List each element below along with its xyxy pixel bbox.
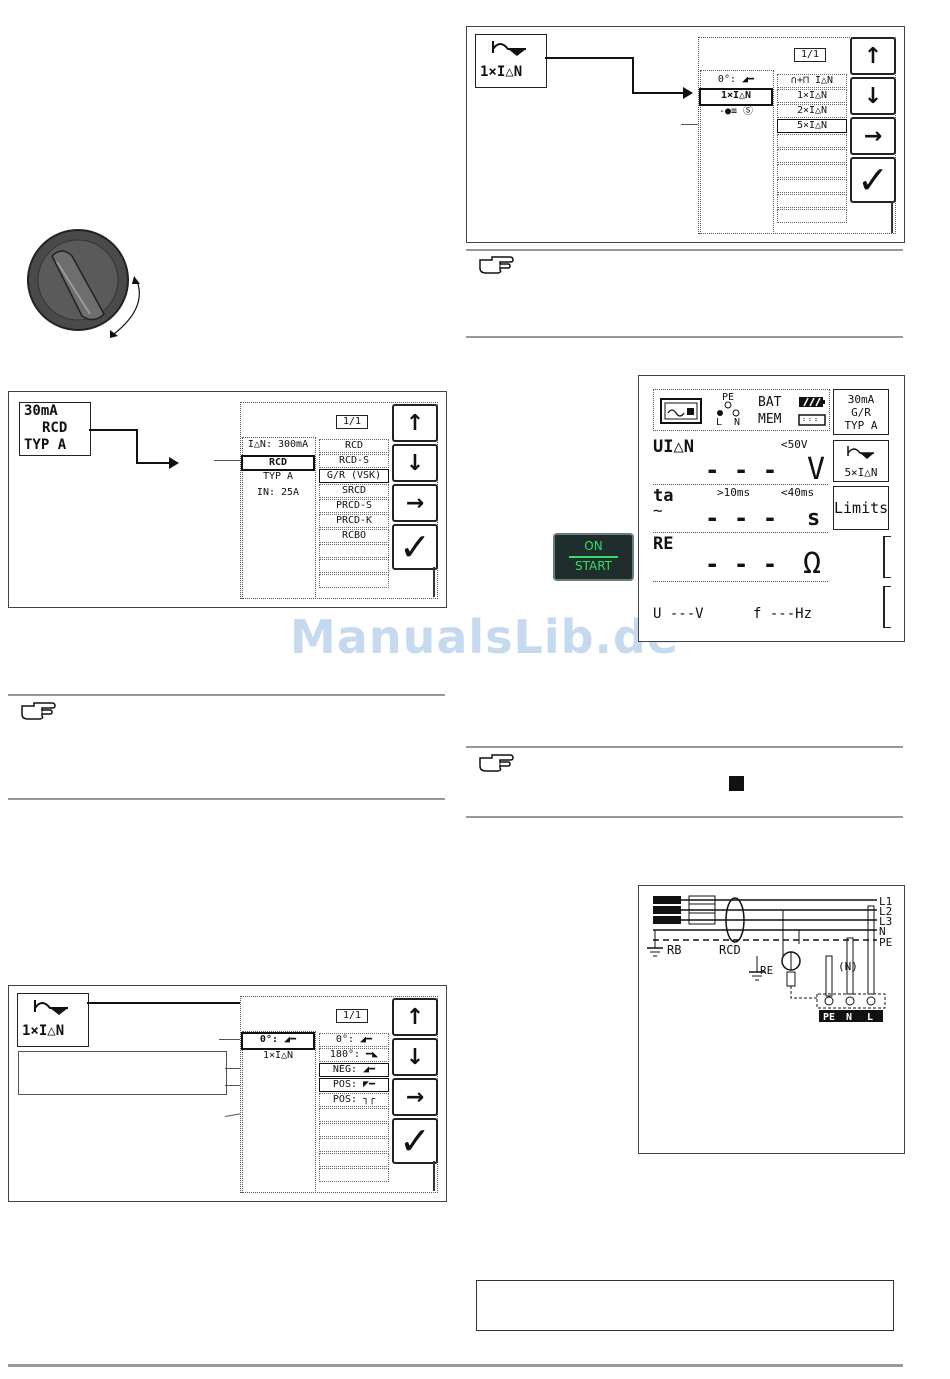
list-item[interactable]: 2×I△N [777,104,847,118]
footer-rule [8,1364,903,1367]
scrollbar[interactable] [433,567,435,597]
half-wave-icon: ◢━ [363,1064,376,1075]
leader-line [214,460,240,461]
down-button[interactable]: ↓ [392,1038,438,1076]
down-button[interactable]: ↓ [850,77,896,115]
half-wave-icon: ◢━ [360,1034,373,1045]
half-wave-icon [847,446,874,459]
list-item[interactable]: 5×I△N [777,119,847,133]
list-item[interactable]: ∩+⊓ I△N [777,74,847,88]
page-indicator: 1/1 [794,48,826,62]
list-item[interactable]: RCBO [319,529,389,543]
waveform-selected-item[interactable]: 0°: ◢━ [241,1032,315,1050]
page-indicator: 1/1 [336,415,368,429]
connection-icon: -●≡ Ⓢ [718,106,754,117]
re-value: - - - [705,550,778,578]
waveform-label-box: 1×I△N [17,993,89,1047]
leader-line [632,57,634,93]
list-item[interactable]: 180°: ━◣ [319,1048,389,1062]
ta-unit: s [807,506,821,531]
connection-diagram: L1 L2 L3 N PE RB RCD RE (N) PE N L [638,885,905,1154]
re-label: RE [653,534,674,554]
rcd-setting-button[interactable]: 30mA G/R TYP A [833,389,889,435]
multiplier-setting-button[interactable]: 5×I△N [833,440,889,482]
scrollbar[interactable] [891,201,893,233]
up-button[interactable]: ↑ [392,404,438,442]
list-item[interactable]: POS: ◤━ [319,1078,389,1092]
page-indicator: 1/1 [336,1009,368,1023]
half-wave-icon: ◢━ [284,1034,297,1045]
half-wave-icon [492,41,526,56]
memory-icon [798,414,826,426]
leader-line [545,57,633,59]
list-item[interactable]: RCD [319,439,389,453]
list-item[interactable]: SRCD [319,484,389,498]
rcd-type-panel: 30mA RCD TYP A 1/1 I△N: 300mA RCD TYP A … [8,391,447,608]
half-wave-icon: ◢━ [742,74,755,85]
right-button[interactable]: → [850,117,896,155]
scroll-bracket [883,586,891,628]
list-item[interactable]: POS: ┐┌ [319,1093,389,1107]
list-item[interactable]: PRCD-S [319,499,389,513]
up-button[interactable]: ↑ [392,998,438,1036]
pointing-hand-icon [21,702,56,720]
explanation-box [18,1051,227,1095]
down-button[interactable]: ↓ [392,444,438,482]
list-item[interactable]: NEG: ◢━ [319,1063,389,1077]
half-wave-icon: ━◣ [366,1049,379,1060]
leader-line [632,92,686,94]
list-item[interactable]: PRCD-K [319,514,389,528]
leader-line [136,429,138,463]
watermark-text: ManualsLib.de [290,610,680,664]
rcd-label-box: 30mA RCD TYP A [19,402,91,456]
multiplier-selected-item[interactable]: 1×I△N [699,88,773,106]
multiplier-label-box: 1×I△N [475,34,547,88]
limits-button[interactable]: Limits [833,486,889,530]
u-value: - - - [705,456,778,484]
list-item[interactable]: RCD-S [319,454,389,468]
multiplier-panel: 1×I△N 1/1 0°: ◢━ 1×I△N -●≡ Ⓢ ∩+⊓ I△N 1×I… [466,26,905,243]
on-start-button[interactable]: ON START [553,533,634,581]
list-item[interactable]: G/R (VSK) [319,469,389,483]
scroll-bracket [883,536,891,578]
list-item[interactable]: 0°: ◢━ [319,1033,389,1047]
confirm-button[interactable]: ✓ [392,1118,438,1164]
pointing-hand-icon [479,256,514,274]
re-unit: Ω [803,546,822,581]
leader-line [136,462,174,464]
wiring-diagram [647,895,886,1022]
terminal-status-icon [717,401,740,417]
list-item[interactable]: 1×I△N [777,89,847,103]
measurement-screen: PE L N BAT MEM 30mA G/R TYP A [638,375,905,642]
dc-pulse-icon: ┐┌ [363,1094,376,1105]
scrollbar[interactable] [433,1161,435,1191]
rotary-switch-icon [27,229,140,338]
leader-line [87,1002,279,1004]
u-label: UI△N [653,437,694,457]
waveform-panel: 1×I△N 1/1 0°: ◢━ 1×I△N 0°: ◢━ 180°: ━◣ N… [8,985,447,1202]
left-list [242,437,316,599]
right-button[interactable]: → [392,1078,438,1116]
battery-icon [799,397,825,407]
pointing-hand-icon [479,754,514,772]
half-wave-icon: ◤━ [363,1079,376,1090]
confirm-button[interactable]: ✓ [850,157,896,203]
up-button[interactable]: ↑ [850,37,896,75]
leader-line [89,429,137,431]
status-bar: PE L N BAT MEM [653,389,830,431]
ta-label: ta [653,486,674,506]
u-unit: V [807,452,826,487]
right-button[interactable]: → [392,484,438,522]
half-wave-icon [34,1000,68,1015]
ta-value: - - - [705,504,778,532]
ac-symbol: ~ [653,501,663,520]
note-box [476,1280,894,1331]
test-mode-icon [660,398,702,424]
confirm-button[interactable]: ✓ [392,524,438,570]
rcd-selected-item[interactable]: RCD [241,455,315,471]
end-square-icon [729,776,744,791]
